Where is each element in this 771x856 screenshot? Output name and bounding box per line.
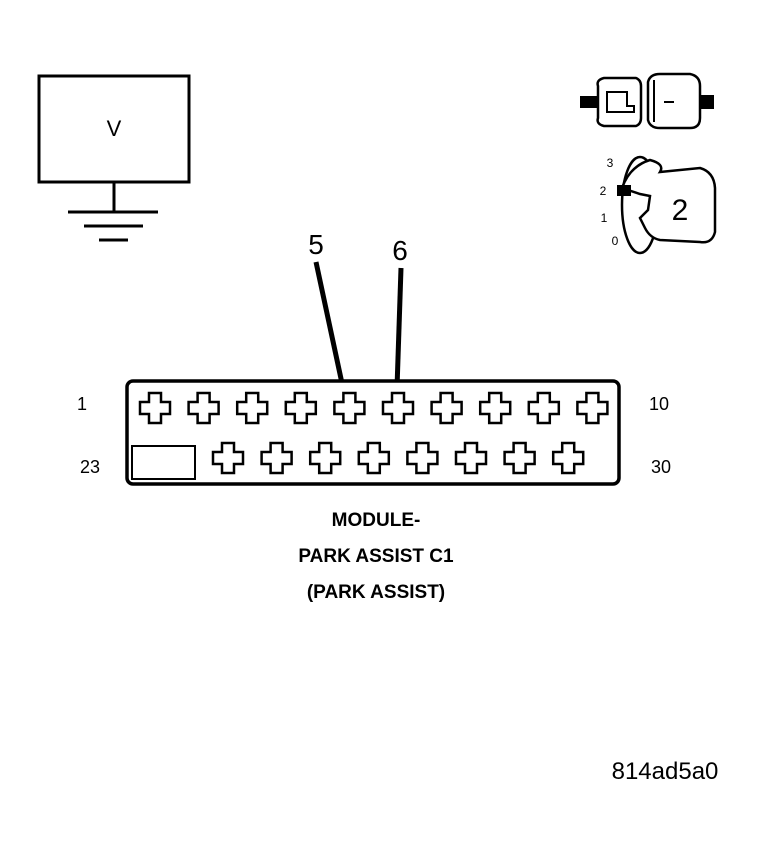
voltmeter-label: V [107,116,122,141]
terminal-cavity [357,441,391,475]
ignition-key-icon: 3 2 1 0 2 [600,155,717,255]
ground-symbol-icon [68,182,158,242]
terminal-cavity [527,391,561,425]
ignition-position-0: 0 [612,234,619,248]
terminal-cavity [187,391,220,425]
ignition-position-2: 2 [600,184,607,198]
terminal-cavity [454,441,488,475]
top-row-cavities [138,391,609,425]
terminal-cavity [284,391,318,425]
terminal-cavity [381,391,415,425]
connector-title-line2: PARK ASSIST C1 [298,546,454,567]
connector-face [125,379,621,486]
connector-disconnect-icon [580,72,714,130]
pin-number-30: 30 [651,457,671,477]
terminal-cavity [406,441,439,475]
terminal-cavity [333,391,366,425]
terminal-cavity [235,391,269,425]
ignition-position-1: 1 [601,211,608,225]
ignition-selected-position: 2 [672,194,689,227]
voltmeter-icon: V [37,74,191,184]
connector-title-line1: MODULE- [332,510,421,531]
callout-pin-6: 6 [392,235,408,266]
pin-number-23: 23 [80,457,100,477]
terminal-cavity [138,391,172,425]
ignition-position-3: 3 [607,156,614,170]
pin-number-10: 10 [649,394,669,414]
terminal-cavity [430,391,463,425]
terminal-cavity [308,441,342,475]
pin-number-1: 1 [77,394,87,414]
terminal-cavity [576,391,609,425]
figure-id: 814ad5a0 [612,758,719,785]
connector-title-line3: (PARK ASSIST) [307,582,445,603]
terminal-cavity [211,441,245,475]
terminal-cavity [503,441,536,475]
terminal-cavity [260,441,293,475]
bottom-row-cavities [211,441,585,475]
terminal-cavity [478,391,512,425]
terminal-cavity [551,441,585,475]
callout-pin-5: 5 [308,229,324,260]
